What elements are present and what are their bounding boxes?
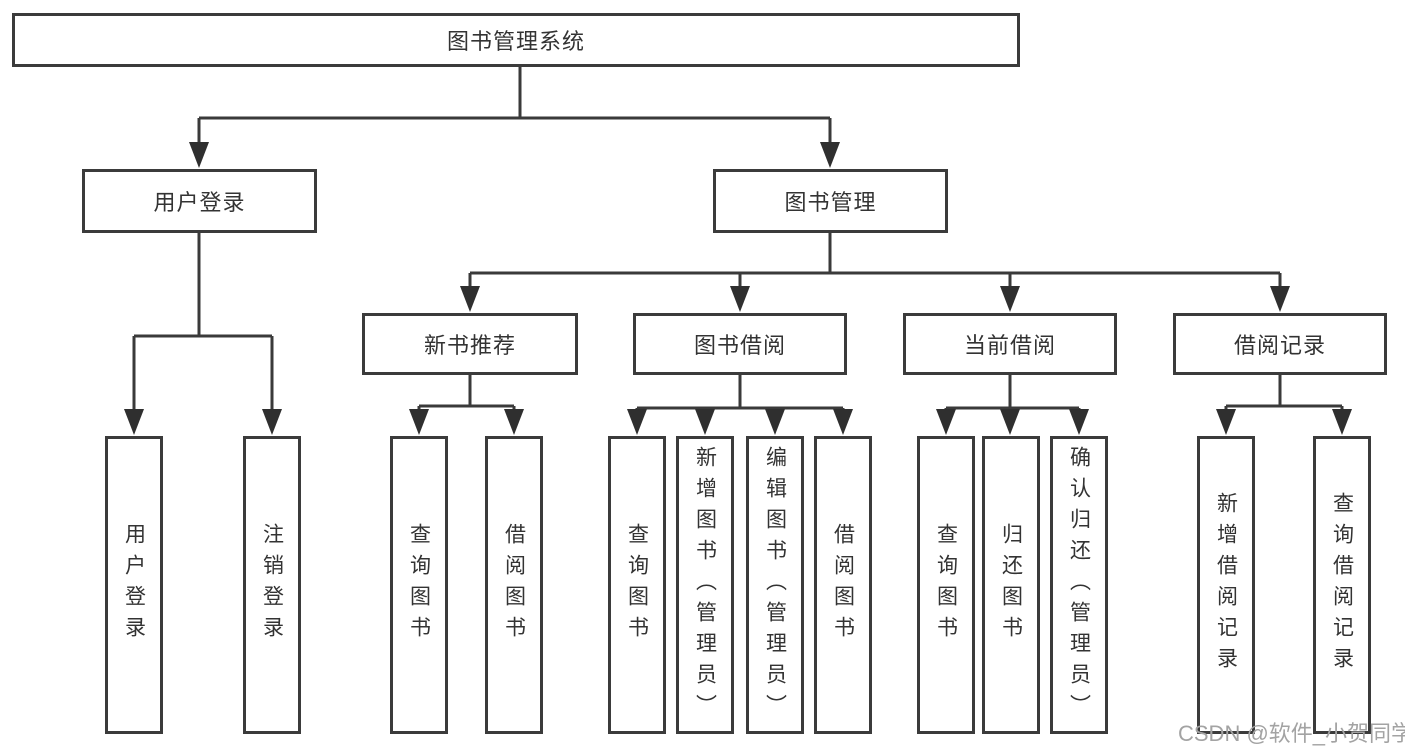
arrowhead-icon — [820, 142, 840, 168]
arrowhead-icon — [504, 409, 524, 435]
node-new-book-recommend-label: 新书推荐 — [423, 333, 516, 358]
node-book-borrow: 图书借阅 — [633, 313, 847, 375]
leaf-return-books-label: 归还图书 — [999, 523, 1023, 647]
arrowhead-icon — [124, 409, 144, 435]
leaf-query-books-1-label: 查询图书 — [407, 523, 431, 647]
arrowhead-icon — [695, 409, 715, 435]
leaf-query-borrow-record-label: 查询借阅记录 — [1330, 492, 1354, 678]
arrowhead-icon — [1332, 409, 1352, 435]
leaf-return-books: 归还图书 — [982, 436, 1040, 734]
leaf-user-login-label: 用户登录 — [122, 523, 146, 647]
arrowhead-icon — [1069, 409, 1089, 435]
arrowhead-icon — [1000, 286, 1020, 312]
node-current-borrow: 当前借阅 — [903, 313, 1117, 375]
leaf-query-books-3: 查询图书 — [917, 436, 975, 734]
leaf-add-books-admin-label: 新增图书（管理员） — [693, 445, 717, 725]
leaf-query-books-1: 查询图书 — [390, 436, 448, 734]
node-root-label: 图书管理系统 — [446, 29, 585, 54]
leaf-borrow-books-1-label: 借阅图书 — [502, 523, 526, 647]
arrowhead-icon — [833, 409, 853, 435]
arrowhead-icon — [460, 286, 480, 312]
arrowhead-icon — [262, 409, 282, 435]
leaf-borrow-books-2-label: 借阅图书 — [831, 523, 855, 647]
leaf-add-borrow-record-label: 新增借阅记录 — [1214, 492, 1238, 678]
arrowhead-icon — [1000, 409, 1020, 435]
arrowhead-icon — [189, 142, 209, 168]
leaf-add-borrow-record: 新增借阅记录 — [1197, 436, 1255, 734]
leaf-query-books-2: 查询图书 — [608, 436, 666, 734]
leaf-logout-label: 注销登录 — [260, 523, 284, 647]
arrowhead-icon — [1216, 409, 1236, 435]
node-book-borrow-label: 图书借阅 — [693, 333, 786, 358]
leaf-borrow-books-1: 借阅图书 — [485, 436, 543, 734]
leaf-borrow-books-2: 借阅图书 — [814, 436, 872, 734]
node-borrow-records: 借阅记录 — [1173, 313, 1387, 375]
node-book-management: 图书管理 — [713, 169, 948, 233]
arrowhead-icon — [765, 409, 785, 435]
arrowhead-icon — [936, 409, 956, 435]
leaf-user-login: 用户登录 — [105, 436, 163, 734]
leaf-edit-books-admin-label: 编辑图书（管理员） — [763, 445, 787, 725]
arrowhead-icon — [730, 286, 750, 312]
arrowhead-icon — [1270, 286, 1290, 312]
node-user-login: 用户登录 — [82, 169, 317, 233]
leaf-edit-books-admin: 编辑图书（管理员） — [746, 436, 804, 734]
node-book-management-label: 图书管理 — [784, 190, 877, 215]
leaf-query-books-3-label: 查询图书 — [934, 523, 958, 647]
node-user-login-label: 用户登录 — [153, 190, 246, 215]
node-root: 图书管理系统 — [12, 13, 1020, 67]
csdn-watermark: CSDN @软件_小贺同学 — [1178, 721, 1405, 746]
node-borrow-records-label: 借阅记录 — [1233, 333, 1326, 358]
leaf-query-books-2-label: 查询图书 — [625, 523, 649, 647]
leaf-logout: 注销登录 — [243, 436, 301, 734]
leaf-confirm-return-admin-label: 确认归还（管理员） — [1067, 445, 1091, 725]
node-current-borrow-label: 当前借阅 — [963, 333, 1056, 358]
leaf-query-borrow-record: 查询借阅记录 — [1313, 436, 1371, 734]
node-new-book-recommend: 新书推荐 — [362, 313, 578, 375]
leaf-add-books-admin: 新增图书（管理员） — [676, 436, 734, 734]
arrowhead-icon — [409, 409, 429, 435]
arrowhead-icon — [627, 409, 647, 435]
leaf-confirm-return-admin: 确认归还（管理员） — [1050, 436, 1108, 734]
